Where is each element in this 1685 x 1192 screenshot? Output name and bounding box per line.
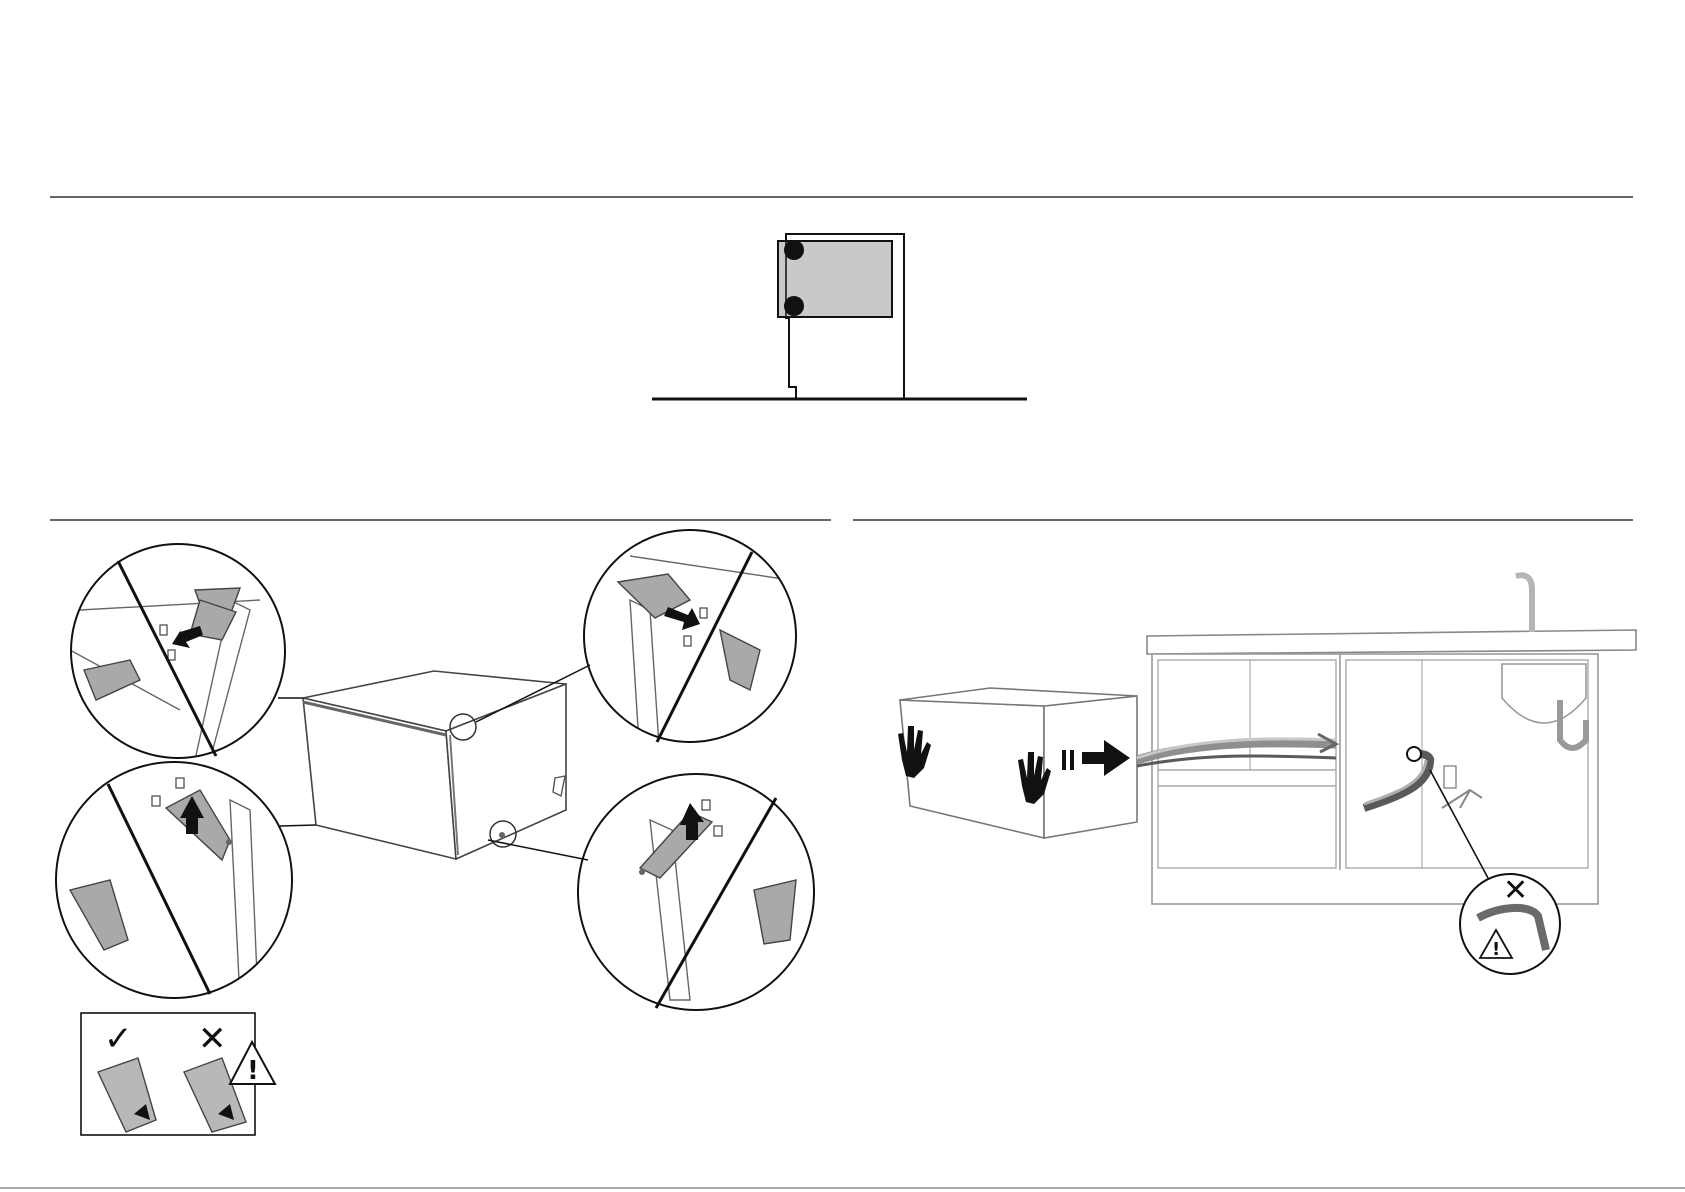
- warning-mark-text: !: [1492, 939, 1500, 960]
- hinge-point-top: [784, 240, 804, 260]
- warning-mark-text: !: [247, 1056, 259, 1086]
- correct-mark-icon: ✓: [104, 1019, 133, 1059]
- appliance-front-view: [278, 665, 590, 860]
- move-right-arrow-icon: [664, 607, 700, 630]
- hinge-callout-bottom-right: [578, 774, 814, 1010]
- wrong-mark-icon: ✕: [1503, 873, 1528, 908]
- move-left-arrow-icon: [172, 626, 203, 648]
- hinge-bracket-icon: [618, 574, 690, 618]
- hose-kink-warning-callout: ✕ !: [1460, 873, 1560, 974]
- hinge-point-bottom: [784, 296, 804, 316]
- niche-outline-icon: [652, 234, 1027, 399]
- hinge-callout-top-left: [70, 544, 285, 760]
- hinge-check-inset: ✓ ✕ !: [81, 1013, 275, 1135]
- hinge-callout-bottom-left: [56, 762, 292, 1000]
- wrong-mark-icon: ✕: [198, 1019, 227, 1059]
- cabinet-install-icon: [898, 575, 1636, 904]
- hinge-callout-top-right: [584, 530, 796, 760]
